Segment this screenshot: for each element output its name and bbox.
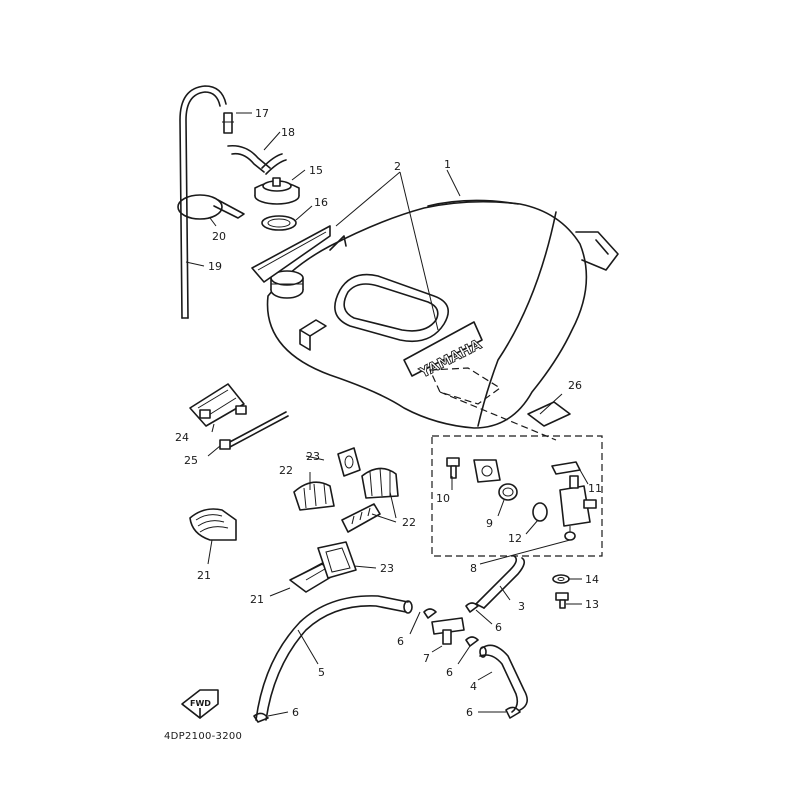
damper-side <box>361 467 399 499</box>
callout-23-upper: 23 <box>306 450 320 463</box>
callout-21-lower: 21 <box>250 593 264 606</box>
fuel-cap <box>254 177 300 205</box>
cock-plate <box>473 459 501 483</box>
filler-neck <box>270 270 304 299</box>
cock-o-ring <box>532 502 548 522</box>
callout-1: 1 <box>444 158 451 171</box>
hose-joint <box>431 617 465 645</box>
bolt <box>555 592 569 609</box>
callout-12: 12 <box>508 532 522 545</box>
callout-8: 8 <box>470 562 477 575</box>
callout-3: 3 <box>518 600 525 613</box>
callout-26: 26 <box>568 379 582 392</box>
fuel-cock-assembly <box>429 367 603 557</box>
cap-gasket <box>261 215 297 231</box>
callout-21-upper: 21 <box>197 569 211 582</box>
tank-damper <box>189 508 237 541</box>
callout-16: 16 <box>314 196 328 209</box>
washer <box>552 574 570 584</box>
callout-20: 20 <box>212 230 226 243</box>
callout-4: 4 <box>470 680 477 693</box>
callout-numbers: 1 2 3 4 5 6 6 6 6 6 7 8 9 10 11 12 13 14… <box>175 107 602 719</box>
callout-5: 5 <box>318 666 325 679</box>
cock-screw <box>446 457 460 479</box>
callout-19: 19 <box>208 260 222 273</box>
fwd-label: FWD <box>190 699 211 708</box>
hose-clamp <box>177 194 245 220</box>
callout-9: 9 <box>486 517 493 530</box>
fuel-hose-overflow <box>479 644 528 713</box>
callout-6-hose-clip: 6 <box>292 706 299 719</box>
callout-10: 10 <box>436 492 450 505</box>
damper-front <box>293 481 335 511</box>
callout-6-left-clip: 6 <box>397 635 404 648</box>
fuel-cock <box>559 475 597 541</box>
breather-hose <box>179 85 227 319</box>
callout-leader-lines <box>185 112 589 717</box>
cable-tie <box>219 411 289 450</box>
callout-17: 17 <box>255 107 269 120</box>
damper-rear <box>341 503 381 533</box>
cock-gasket <box>551 461 581 475</box>
callout-22-upper: 22 <box>279 464 293 477</box>
cock-filter-cap <box>498 483 518 501</box>
tank-band <box>189 383 247 427</box>
hose-clip <box>253 602 521 723</box>
forward-arrow-icon: FWD <box>181 689 219 719</box>
callout-25: 25 <box>184 454 198 467</box>
callout-13: 13 <box>585 598 599 611</box>
callout-6-right-clip: 6 <box>495 621 502 634</box>
damper-grommet-rear <box>317 541 357 579</box>
breather-hose-short <box>227 144 287 175</box>
drawing-code: 4DP2100-3200 <box>164 731 242 742</box>
callout-2: 2 <box>394 160 401 173</box>
callout-6-lower-clip: 6 <box>446 666 453 679</box>
breather-fitting <box>222 112 234 134</box>
fuel-hose <box>475 555 526 609</box>
fuel-hose-long <box>255 595 413 721</box>
callout-24: 24 <box>175 431 189 444</box>
callout-18: 18 <box>281 126 295 139</box>
callout-15: 15 <box>309 164 323 177</box>
callout-22-lower: 22 <box>402 516 416 529</box>
damper-grommet <box>337 447 361 477</box>
callout-23-lower: 23 <box>380 562 394 575</box>
callout-11: 11 <box>588 482 602 495</box>
heat-pad <box>527 401 571 427</box>
tank-bracket <box>299 319 327 351</box>
callout-6-overflow-clip: 6 <box>466 706 473 719</box>
tank-emblem-stripe <box>251 225 331 283</box>
callout-7: 7 <box>423 652 430 665</box>
callout-14: 14 <box>585 573 599 586</box>
